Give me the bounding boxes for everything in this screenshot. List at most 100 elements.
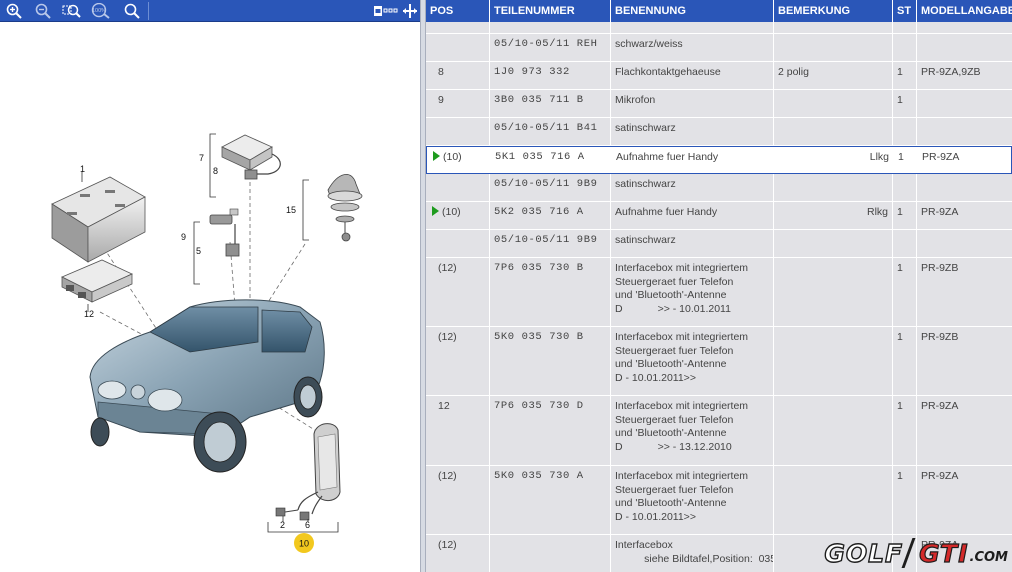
callout-7[interactable]: 7	[199, 153, 204, 163]
table-row[interactable]: 05/10-05/11 REH schwarz/weiss	[426, 34, 1012, 62]
cell-pos: (10)	[426, 202, 490, 229]
table-row[interactable]: (12)Interfacebox siehe Bildtafel,Positio…	[426, 535, 1012, 572]
highlight-marker	[294, 533, 314, 553]
callout-10[interactable]: 10	[299, 539, 309, 549]
cell-quantity: 1	[893, 62, 917, 89]
cell-part-number: 1J0 973 332	[490, 62, 611, 89]
splitter-move-icon	[403, 4, 417, 18]
callout-5[interactable]: 5	[196, 246, 201, 256]
drawing-pane: 100%	[0, 0, 420, 572]
cell-part-number: 5K1 035 716 A	[491, 147, 612, 173]
cell-pos: (12)	[426, 327, 490, 395]
column-header-model[interactable]: MODELLANGABE	[921, 5, 1012, 17]
callout-6[interactable]: 6	[305, 520, 310, 530]
cell-part-number: 7P6 035 730 B	[490, 258, 611, 326]
cell-pos-text: (12)	[438, 470, 457, 482]
cell-model	[917, 90, 1012, 117]
callout-9[interactable]: 9	[181, 232, 186, 242]
column-header-description[interactable]: BENENNUNG	[611, 0, 774, 22]
cell-quantity	[893, 118, 917, 145]
hotspot-list-button[interactable]	[372, 1, 400, 21]
drawing-toolbar: 100%	[0, 0, 420, 22]
search-icon	[124, 3, 140, 19]
table-header: POS TEILENUMMER BENENNUNG BEMERKUNG ST M…	[426, 0, 1012, 22]
callout-brackets	[81, 133, 339, 533]
cell-remark	[774, 118, 893, 145]
cell-description-text: schwarz/weiss	[615, 38, 683, 50]
splitter-move-button[interactable]	[400, 1, 420, 21]
cell-quantity: 1	[893, 327, 917, 395]
cell-remark	[774, 327, 893, 395]
zoom-in-icon	[6, 3, 22, 19]
callout-12[interactable]: 12	[84, 309, 94, 319]
cell-quantity: 1	[893, 466, 917, 534]
column-header-pos[interactable]: POS	[426, 0, 490, 22]
play-arrow-icon[interactable]	[433, 151, 440, 161]
cell-pos: 8	[426, 62, 490, 89]
part-module-box	[51, 176, 146, 263]
cell-model: PR-9ZB	[917, 327, 1012, 395]
callout-15[interactable]: 15	[286, 205, 296, 215]
cell-remark	[774, 258, 893, 326]
cell-remark	[774, 396, 893, 465]
cell-part-number	[490, 22, 611, 33]
cell-description-text: Interfacebox mit integriertem Steuergera…	[615, 262, 749, 316]
callout-10-highlight[interactable]: 10	[294, 533, 314, 553]
play-arrow-icon[interactable]	[432, 206, 439, 216]
zoom-area-button[interactable]	[58, 1, 85, 21]
callout-1[interactable]: 1	[80, 164, 85, 174]
part-antenna	[327, 174, 363, 242]
callout-8[interactable]: 8	[213, 166, 218, 176]
zoom-out-button[interactable]	[29, 1, 56, 21]
zoom-100-icon: 100%	[91, 3, 110, 19]
cell-pos	[426, 230, 490, 257]
column-header-quantity[interactable]: ST	[893, 0, 917, 22]
car-body	[89, 299, 325, 473]
cell-quantity-text: 1	[897, 66, 903, 78]
callout-2[interactable]: 2	[280, 520, 285, 530]
cell-pos	[426, 22, 490, 33]
cell-remark-text: Llkg	[869, 151, 889, 163]
table-row[interactable]	[426, 22, 1012, 34]
zoom-100-button[interactable]: 100%	[87, 1, 114, 21]
cell-pos	[426, 34, 490, 61]
cell-part-number: 05/10-05/11 REH	[490, 34, 611, 61]
cell-description: Aufnahme fuer Handy	[611, 202, 774, 229]
cell-remark	[774, 34, 893, 61]
cell-remark	[774, 535, 893, 572]
cell-pos-text: 9	[438, 94, 444, 106]
pane-splitter[interactable]	[420, 0, 426, 572]
zoom-in-button[interactable]	[0, 1, 27, 21]
cell-pos-text: (12)	[438, 331, 457, 343]
cell-model	[917, 22, 1012, 33]
cell-description: Flachkontaktgehaeuse	[611, 62, 774, 89]
cell-description-text: Mikrofon	[615, 94, 656, 106]
cell-part-number: 3B0 035 711 B	[490, 90, 611, 117]
cell-part-number	[490, 535, 611, 572]
cell-quantity-text: 1	[897, 206, 903, 218]
cell-pos-text: (12)	[438, 539, 457, 551]
cell-part-number-text: 5K2 035 716 A	[494, 206, 584, 218]
cell-pos: (12)	[426, 535, 490, 572]
cell-description-text: Aufnahme fuer Handy	[615, 206, 718, 218]
column-header-part-number[interactable]: TEILENUMMER	[490, 0, 611, 22]
cell-quantity: 1	[893, 202, 917, 229]
parts-illustration: 1 7 8 9 5 15 12 2 6 10	[51, 133, 363, 553]
search-button[interactable]	[118, 1, 145, 21]
cell-part-number-text: 05/10-05/11 B41	[494, 122, 598, 134]
cell-model-text: PR-9ZA	[921, 206, 959, 218]
column-header-remark[interactable]: BEMERKUNG	[774, 0, 893, 22]
cell-description: Aufnahme fuer Handy	[612, 147, 775, 173]
cell-part-number-text: 5K1 035 716 A	[495, 151, 585, 163]
